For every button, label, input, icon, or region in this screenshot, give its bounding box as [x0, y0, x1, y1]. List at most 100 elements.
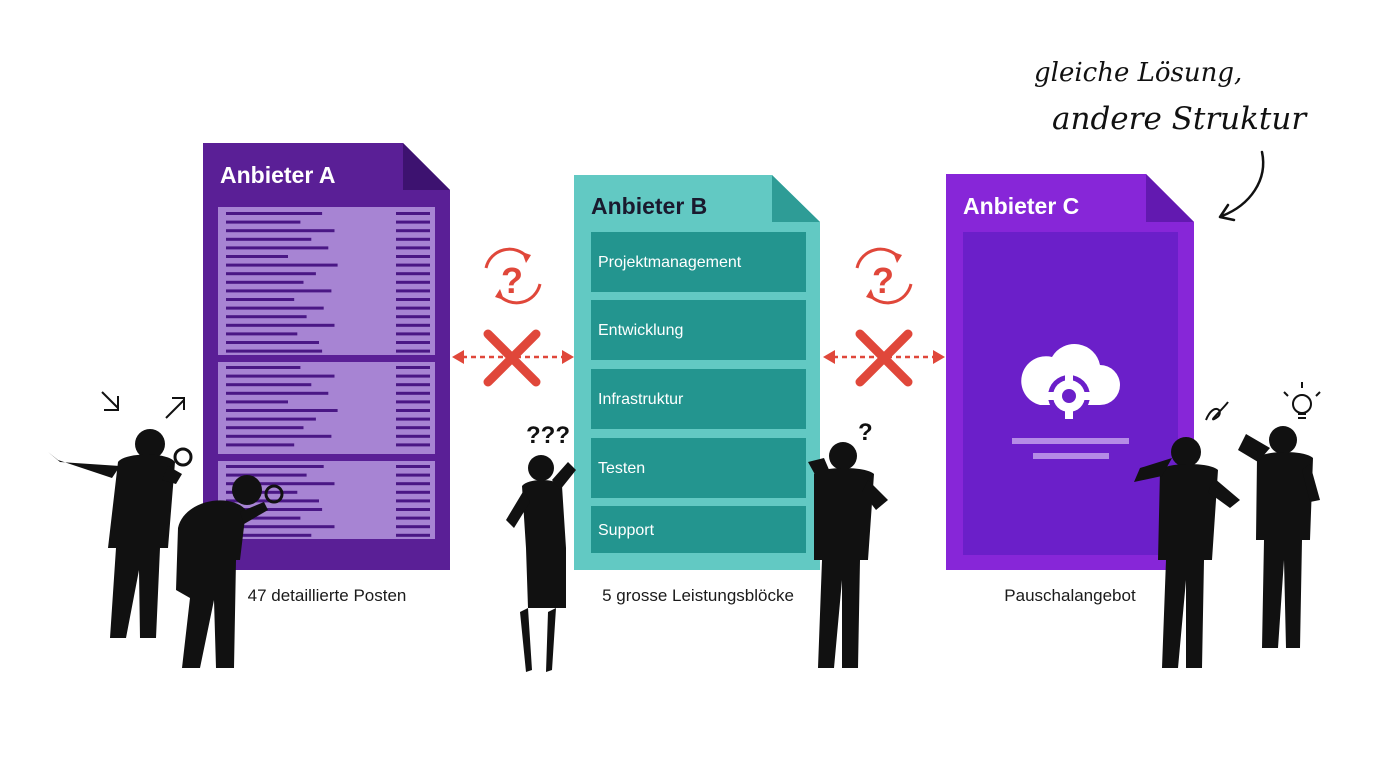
line-item-text — [226, 533, 312, 537]
document-c-title: Anbieter C — [963, 193, 1079, 219]
line-item-price — [396, 263, 430, 267]
block-label: Entwicklung — [598, 322, 683, 339]
line-item-price — [396, 246, 430, 250]
question-marks: ??? — [526, 422, 570, 449]
line-item-price — [396, 366, 430, 369]
line-item-text — [226, 237, 312, 241]
line-item-text — [226, 280, 304, 284]
line-item-price — [396, 465, 430, 468]
mismatch-x-icon — [855, 329, 913, 387]
line-item-text — [226, 400, 288, 404]
line-item-text — [226, 525, 335, 529]
line-item-price — [396, 349, 430, 353]
line-item-price — [396, 499, 430, 503]
annotation-arrow — [1220, 150, 1265, 218]
line-item-price — [396, 434, 430, 438]
svg-text:?: ? — [501, 260, 523, 301]
line-item-text — [226, 434, 332, 438]
line-item-price — [396, 391, 430, 395]
caption-c: Pauschalangebot — [1004, 586, 1136, 605]
block-label: Projektmanagement — [598, 254, 742, 271]
line-item-price — [396, 323, 430, 327]
document-b-title: Anbieter B — [591, 193, 707, 219]
block-infrastruktur: Infrastruktur — [591, 369, 806, 429]
line-item-text — [226, 315, 307, 319]
line-item-text — [226, 289, 332, 293]
line-item-text — [226, 332, 298, 336]
caption-b: 5 grosse Leistungsblöcke — [602, 586, 794, 605]
line-item-text — [226, 426, 304, 430]
line-item-price — [396, 229, 430, 233]
svg-text:?: ? — [872, 260, 894, 301]
question-mark: ? — [858, 419, 873, 446]
people — [48, 426, 1320, 672]
person-thinking — [808, 442, 888, 668]
person-woman — [506, 455, 576, 672]
block-label: Support — [598, 522, 655, 539]
annotation-line-1: gleiche Lösung, — [1034, 58, 1243, 88]
mismatch-a-b: ? — [452, 247, 574, 387]
line-item-price — [396, 409, 430, 412]
line-item-text — [226, 246, 329, 250]
line-item-price — [396, 400, 430, 404]
line-item-text — [226, 383, 312, 387]
line-item-price — [396, 298, 430, 301]
line-item-price — [396, 426, 430, 430]
line-item-text — [226, 298, 295, 301]
line-item-price — [396, 482, 430, 486]
line-item-text — [226, 465, 324, 468]
line-item-text — [226, 508, 323, 511]
line-item-price — [396, 443, 430, 447]
line-item-price — [396, 383, 430, 387]
line-item-text — [226, 417, 316, 421]
doodles — [101, 382, 1321, 421]
line-item-price — [396, 306, 430, 310]
person-bending — [176, 475, 268, 668]
block-entwicklung: Entwicklung — [591, 300, 806, 360]
line-item-text — [226, 220, 301, 224]
line-item-price — [396, 280, 430, 284]
line-item-price — [396, 508, 430, 511]
line-item-text — [226, 255, 288, 258]
block-label: Testen — [598, 460, 645, 477]
line-item-price — [396, 417, 430, 421]
line-item-price — [396, 516, 430, 520]
line-item-text — [226, 374, 335, 378]
caption-a: 47 detaillierte Posten — [248, 586, 407, 605]
line-item-text — [226, 212, 323, 215]
line-item-price — [396, 473, 430, 477]
document-c: Anbieter C — [946, 174, 1194, 570]
block-testen: Testen — [591, 438, 806, 498]
line-item-price — [396, 212, 430, 215]
block-support: Support — [591, 506, 806, 553]
line-item-price — [396, 490, 430, 494]
line-item-text — [226, 272, 316, 276]
line-item-price — [396, 374, 430, 378]
line-item-text — [226, 366, 301, 369]
magnifier-icon — [173, 447, 284, 504]
line-item-price — [396, 341, 430, 344]
line-item-text — [226, 391, 329, 395]
block-projektmanagement: Projektmanagement — [591, 232, 806, 292]
line-item-text — [226, 482, 335, 486]
line-item-text — [226, 323, 335, 327]
document-a-title: Anbieter A — [220, 162, 335, 188]
line-item-price — [396, 255, 430, 258]
line-item-price — [396, 289, 430, 293]
line-item-price — [396, 533, 430, 537]
block-label: Infrastruktur — [598, 391, 684, 408]
line-item-price — [396, 237, 430, 241]
line-item-text — [226, 306, 324, 310]
mismatch-x-icon — [483, 329, 541, 387]
lightbulb-icon — [1292, 394, 1312, 414]
line-item-text — [226, 349, 323, 353]
line-item-text — [226, 516, 301, 520]
line-item-price — [396, 315, 430, 319]
line-item-price — [396, 525, 430, 529]
line-item-price — [396, 220, 430, 224]
line-item-text — [226, 229, 335, 233]
cloud-gear-icon — [1021, 344, 1120, 419]
line-item-price — [396, 332, 430, 336]
line-item-text — [226, 409, 338, 412]
